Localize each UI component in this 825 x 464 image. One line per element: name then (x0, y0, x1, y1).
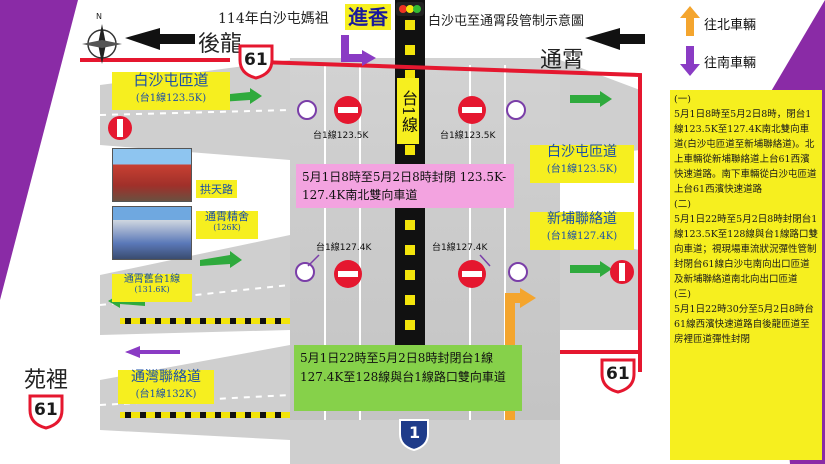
place-yuanli: 苑裡 (24, 368, 69, 393)
tongxiao-jingsi-label: 通霄精舍 (126K) (196, 210, 258, 239)
purple-small-arrow (125, 346, 180, 358)
title-suffix: 白沙屯至通霄段管制示意圖 (428, 14, 585, 29)
green-arrows (108, 88, 612, 308)
panel-section-3-head: (三) (674, 289, 691, 300)
gongtian-road-label: 拱天路 (196, 180, 237, 198)
route-61-line (80, 58, 642, 372)
route-61-shield-right: 61 (598, 356, 638, 394)
closure-notice-2: 5月1日22時至5月2日8時封閉台1線127.4K至128線與台1線路口雙向車道 (294, 345, 522, 411)
place-tongxiao: 通霄 (540, 48, 585, 73)
route-1-shield: 1 (396, 416, 432, 452)
purple-route-arrow (341, 35, 365, 62)
baishatun-ramp-left-label: 白沙屯匝道 (台1線123.5K) (112, 72, 230, 110)
barrier-bars (120, 318, 290, 418)
tongxiao-old-label: 通霄舊台1線 (131.6K) (112, 274, 192, 302)
baishatun-ramp-right-label: 白沙屯匝道 (台1線123.5K) (530, 144, 634, 183)
marker-circles (295, 100, 528, 282)
arrow-to-houlong (125, 28, 195, 50)
panel-section-2-body: 5月1日22時至5月2日8時封閉台1線123.5K至128線與台1線路口雙向車道… (674, 214, 818, 285)
legend-north-label: 往北車輛 (704, 18, 757, 33)
arrow-to-tongxiao (585, 28, 645, 50)
closure-notice-1: 5月1日8時至5月2日8時封閉 123.5K-127.4K南北雙向車道 (296, 164, 514, 208)
road-prov1-label: 台1線 (397, 78, 419, 144)
km-north-right: 台1線123.5K (440, 131, 496, 141)
legend-north-arrow (680, 6, 700, 36)
side-road-lower-left (100, 235, 290, 335)
route-61-shield-left: 61 (26, 392, 66, 430)
compass-north-label: N (96, 12, 102, 21)
jingsi-building-image (112, 206, 192, 260)
no-entry-signs (108, 96, 634, 288)
pointer-lines (307, 254, 491, 267)
side-road-lower-right (560, 235, 640, 330)
compass-icon: N (80, 12, 124, 66)
panel-section-3-body: 5月1日22時30分至5月2日8時台61線西濱快速道路自後龍匝道至房裡匝道彈性封… (674, 304, 814, 345)
title-highlight: 進香 (345, 4, 391, 30)
km-south-left: 台1線127.4K (316, 243, 372, 253)
map-title: 114年白沙屯媽祖 (218, 8, 329, 28)
decor-triangle-left (0, 0, 78, 300)
panel-section-1-head: (一) (674, 94, 691, 105)
temple-image (112, 148, 192, 202)
route-61-shield-top: 61 (236, 42, 276, 80)
km-south-right: 台1線127.4K (432, 243, 488, 253)
km-north-left: 台1線123.5K (313, 131, 369, 141)
side-road-upper-right (560, 60, 640, 160)
xinpu-ramp-label: 新埔聯絡道 (台1線127.4K) (530, 211, 634, 250)
legend-south-arrow (680, 46, 700, 76)
panel-section-2-head: (二) (674, 199, 691, 210)
place-houlong: 後龍 (198, 32, 243, 57)
panel-section-1-body: 5月1日8時至5月2日8時，閉台1線123.5K至127.4K南北雙向車道(白沙… (674, 109, 817, 195)
tongwan-ramp-label: 通灣聯絡道 (台1線132K) (118, 369, 214, 404)
info-panel: (一) 5月1日8時至5月2日8時，閉台1線123.5K至127.4K南北雙向車… (670, 90, 822, 460)
title-prefix: 114年白沙屯媽祖 (218, 11, 329, 27)
legend-south-label: 往南車輛 (704, 56, 757, 71)
